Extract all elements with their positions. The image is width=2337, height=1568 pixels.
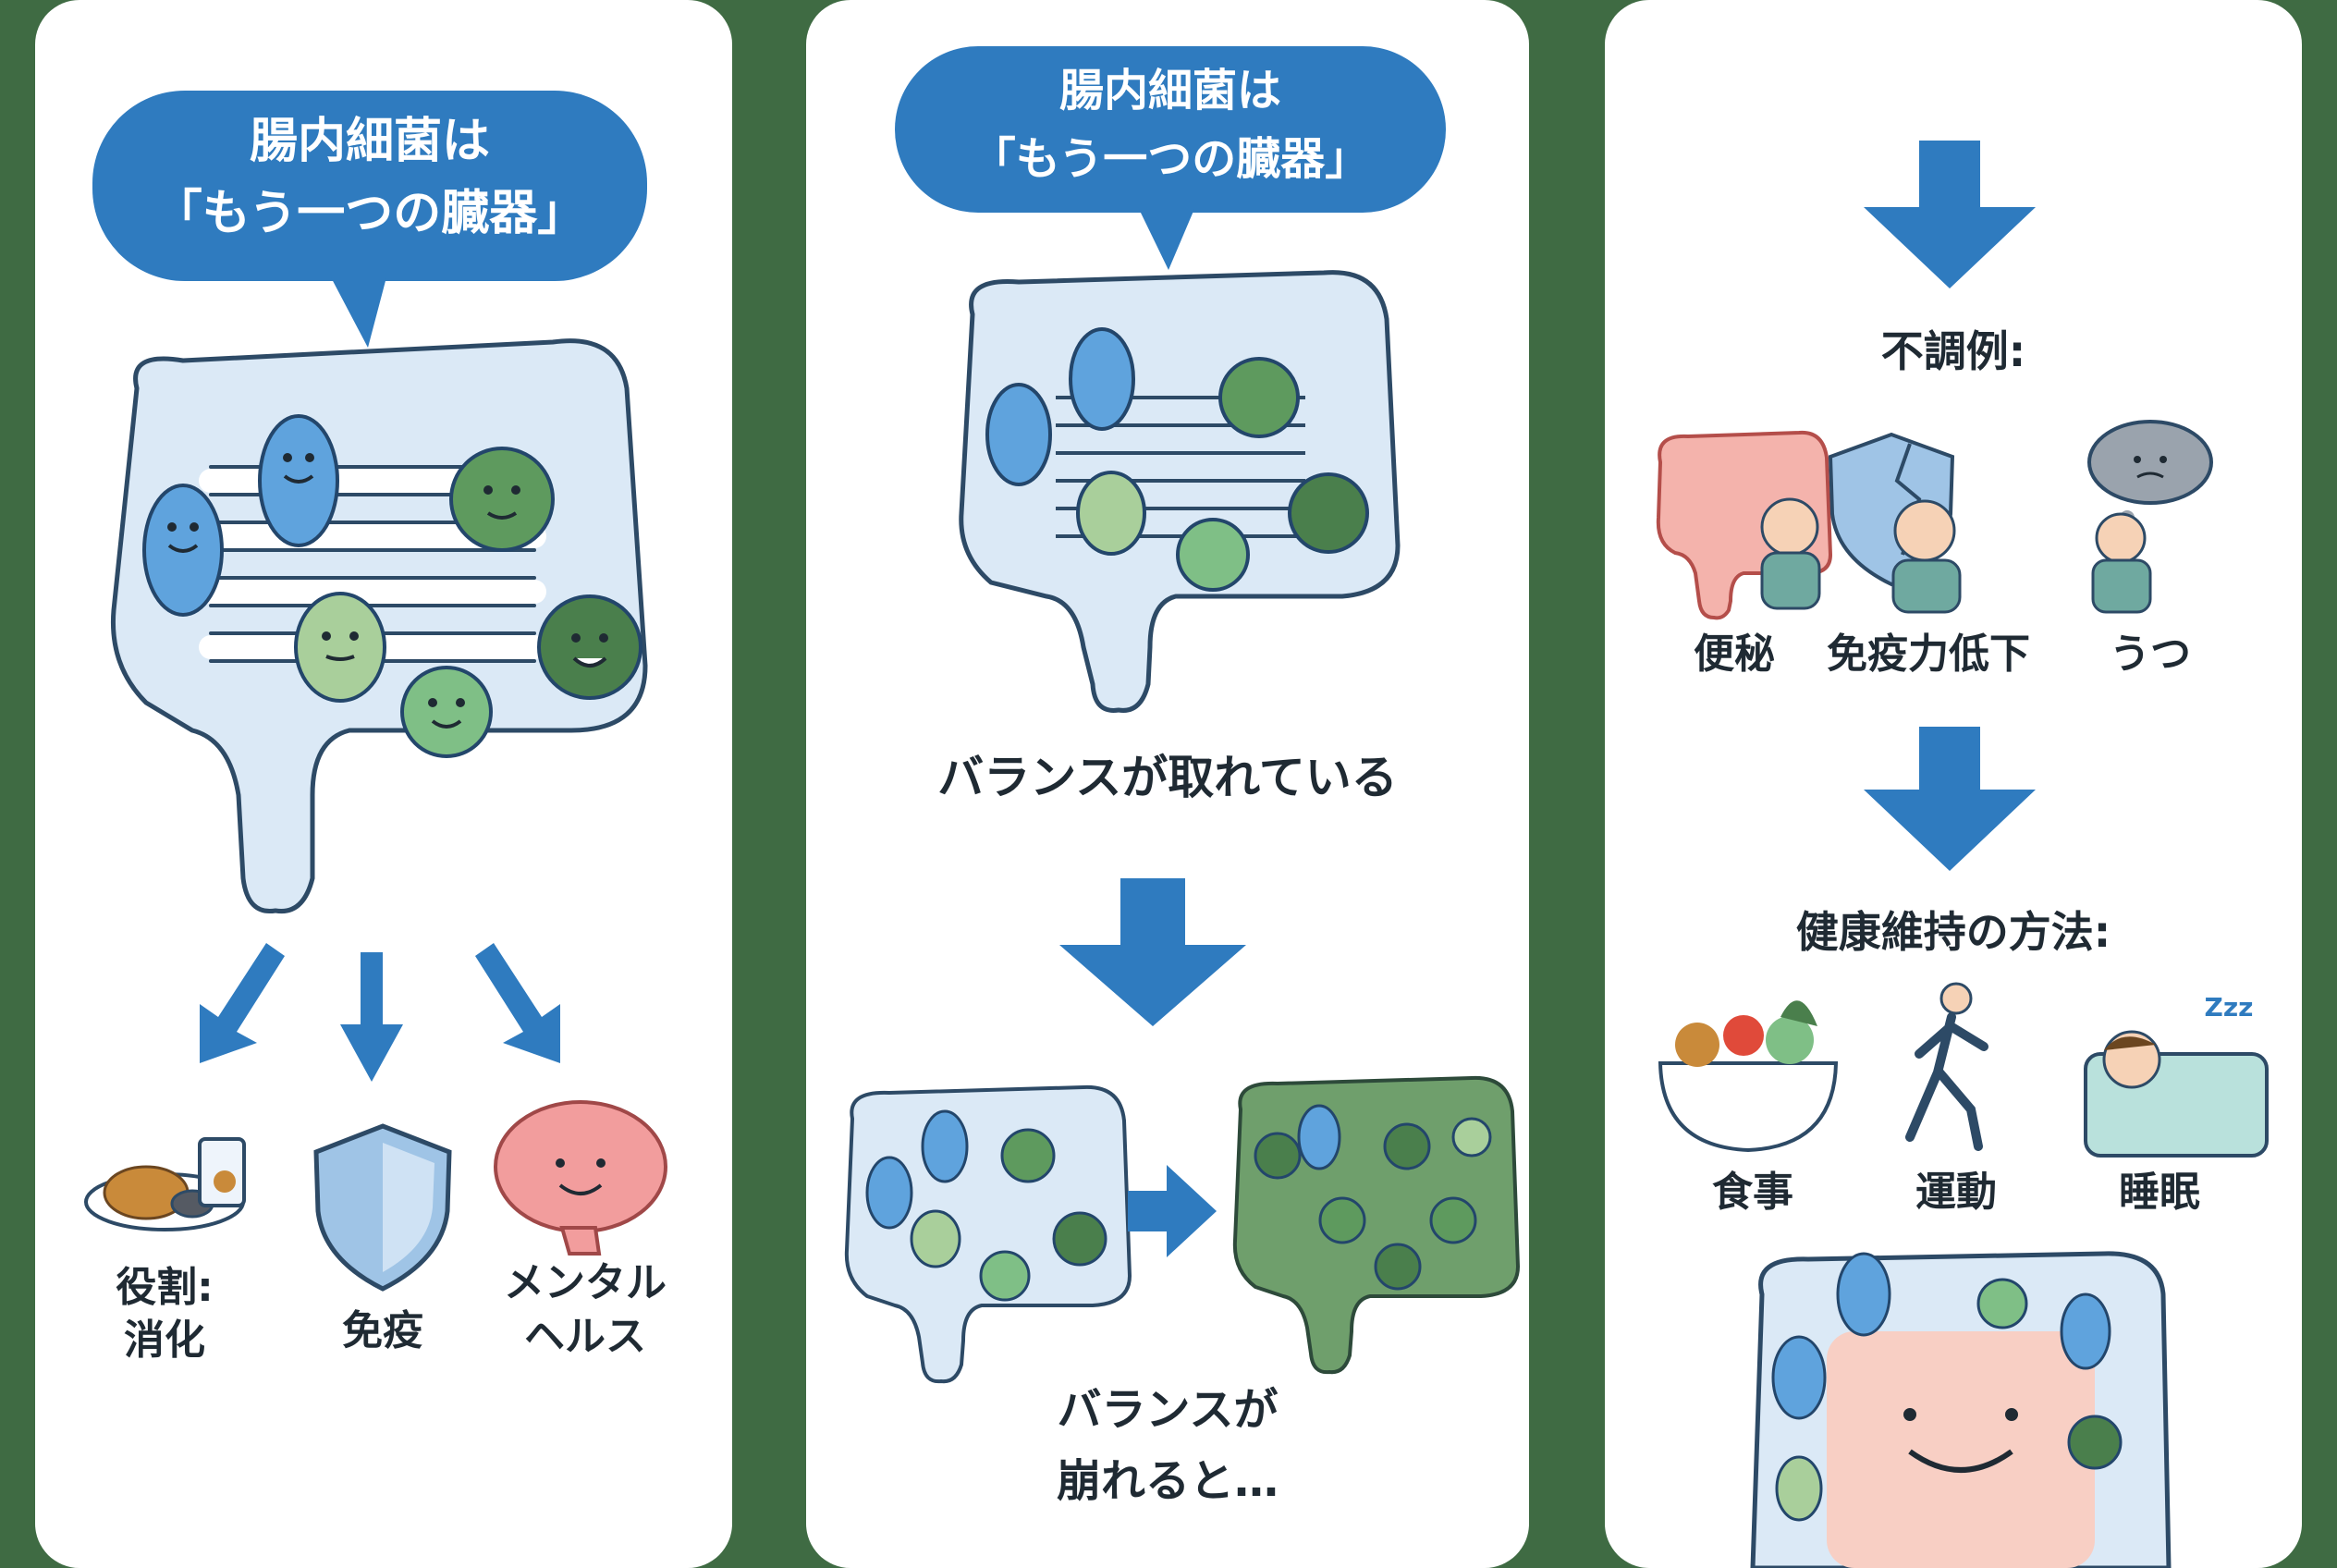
constipation-icon	[1656, 430, 1833, 620]
issue-immunity-label: 免疫力低下	[1827, 631, 2030, 678]
panel-organ-roles: 腸内細菌は 「もう一つの臓器」 役割: 消化 免疫 メンタル ヘルス	[35, 0, 732, 1568]
panel2-artwork	[844, 46, 1521, 1384]
good-bacteria-icon	[142, 414, 493, 758]
panel3-artwork	[1656, 141, 2269, 1568]
food-icon	[84, 1137, 246, 1231]
bad-bacteria-icon	[449, 447, 642, 700]
runner-icon	[1905, 982, 1988, 1151]
role-label-line1: 役割:	[116, 1264, 214, 1311]
panel-balance: 腸内細菌は 「もう一つの臓器」 バランスが取れている バランスが 崩れると…	[806, 0, 1529, 1568]
small-unbalanced-intestine	[1232, 1075, 1521, 1375]
collapse-label-line2: 崩れると…	[1056, 1455, 1279, 1507]
bubble-title-line2: 「もう一つの臓器」	[971, 133, 1370, 185]
issues-title: 不調例:	[1880, 326, 2026, 376]
issue-depression-label: うつ	[2110, 631, 2191, 678]
salad-bowl-icon	[1658, 1000, 1839, 1153]
mental-label-line1: メンタル	[504, 1259, 667, 1306]
bubble-title-line1: 腸内細菌は	[1058, 65, 1281, 116]
arrow-down-icon	[1864, 727, 2036, 871]
panel1-artwork	[84, 91, 667, 1292]
speech-bubble	[92, 91, 647, 348]
panel-issues-and-methods: 不調例: 便秘 免疫力低下 うつ 健康維持の方法: Zzz 食事 運動 睡眠	[1605, 0, 2302, 1568]
happy-gut-illustration	[1750, 1251, 2172, 1568]
method-exercise-label: 運動	[1915, 1169, 1997, 1216]
immune-label: 免疫	[342, 1307, 423, 1354]
collapse-label-line1: バランスが	[1057, 1384, 1279, 1436]
bubble-title-line1: 腸内細菌は	[249, 114, 490, 169]
arrow-down-icon	[1864, 141, 2036, 288]
method-sleep-label: 睡眠	[2119, 1169, 2200, 1216]
speech-bubble	[895, 46, 1446, 270]
mental-label-line2: ヘルス	[524, 1313, 646, 1360]
balanced-intestine-illustration	[959, 270, 1401, 713]
arrow-icon	[200, 943, 560, 1082]
issue-constipation-label: 便秘	[1694, 631, 1775, 678]
sleep-zzz: Zzz	[2204, 992, 2254, 1023]
arrow-down-icon	[1059, 878, 1246, 1026]
gloomy-cloud-icon	[2087, 420, 2213, 614]
sleeping-person-icon	[2084, 1030, 2269, 1158]
methods-title: 健康維持の方法:	[1795, 907, 2111, 957]
small-balanced-intestine	[844, 1084, 1132, 1384]
shield-icon	[313, 1123, 452, 1292]
method-diet-label: 食事	[1712, 1169, 1793, 1216]
role-label-line2: 消化	[124, 1317, 205, 1364]
arrow-right-icon	[1128, 1165, 1217, 1257]
brain-icon	[494, 1100, 667, 1256]
balanced-label: バランスが取れている	[937, 751, 1398, 804]
broken-shield-icon	[1828, 432, 1962, 614]
bubble-title-line2: 「もう一つの臓器」	[153, 186, 586, 241]
